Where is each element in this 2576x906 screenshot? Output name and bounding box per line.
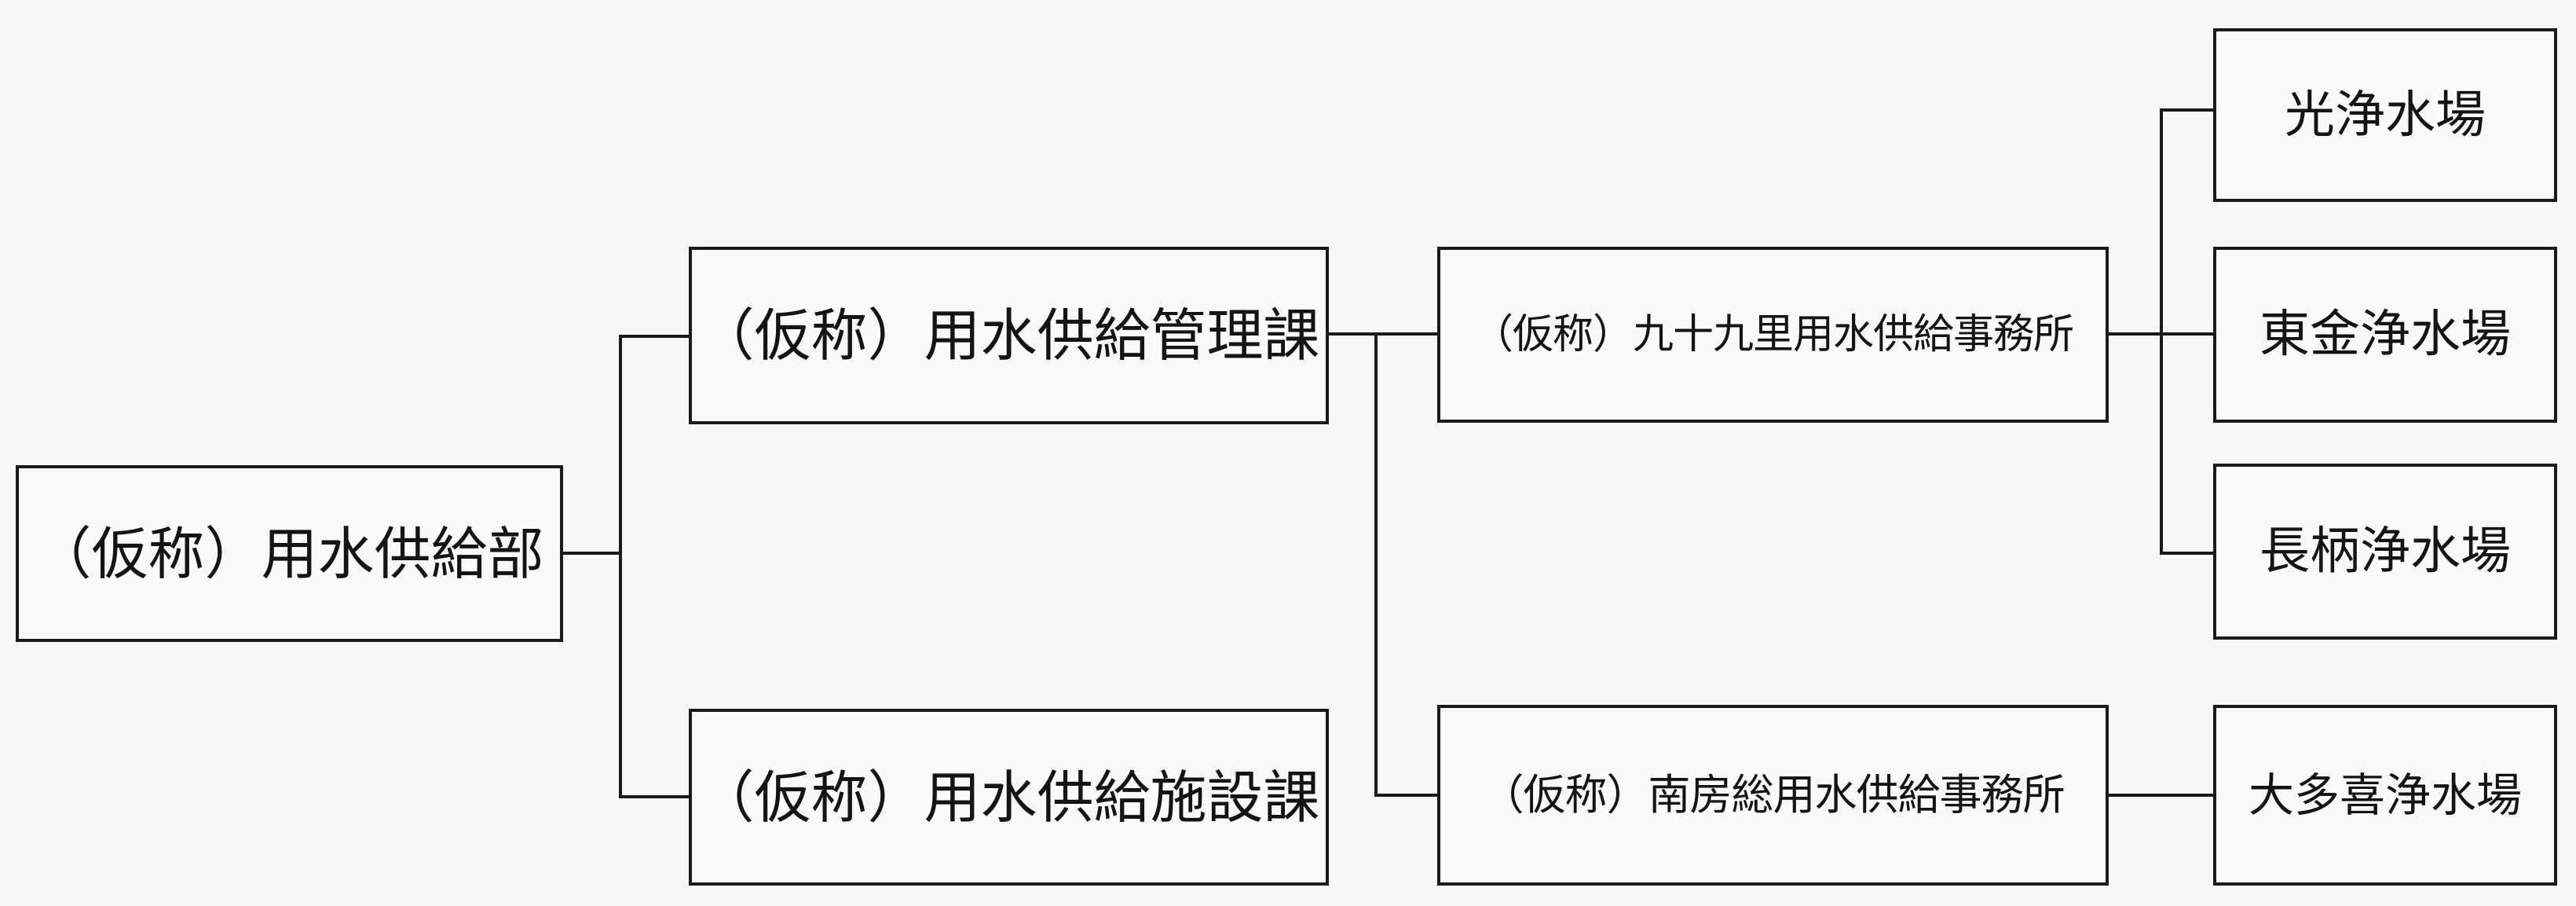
otaki-plant-box: 大多喜浄水場	[2213, 705, 2557, 886]
hikari-plant-box: 光浄水場	[2213, 28, 2557, 202]
facilities-division-label: （仮称）用水供給施設課	[697, 764, 1320, 831]
kujukuri-office-label: （仮称）九十九里用水供給事務所	[1472, 311, 2074, 358]
nagara-plant-label: 長柄浄水場	[2259, 523, 2511, 581]
department-label: （仮称）用水供給部	[35, 520, 544, 587]
nagara-plant-box: 長柄浄水場	[2213, 464, 2557, 640]
department-box: （仮称）用水供給部	[16, 465, 563, 642]
togane-plant-label: 東金浄水場	[2259, 306, 2511, 364]
management-division-box: （仮称）用水供給管理課	[689, 247, 1329, 424]
minamiboso-office-label: （仮称）南房総用水供給事務所	[1481, 770, 2066, 820]
togane-plant-box: 東金浄水場	[2213, 247, 2557, 423]
hikari-plant-label: 光浄水場	[2285, 86, 2486, 145]
minamiboso-office-box: （仮称）南房総用水供給事務所	[1437, 705, 2109, 886]
otaki-plant-label: 大多喜浄水場	[2248, 768, 2522, 822]
facilities-division-box: （仮称）用水供給施設課	[689, 709, 1329, 886]
management-division-label: （仮称）用水供給管理課	[697, 303, 1320, 369]
kujukuri-office-box: （仮称）九十九里用水供給事務所	[1437, 247, 2109, 423]
